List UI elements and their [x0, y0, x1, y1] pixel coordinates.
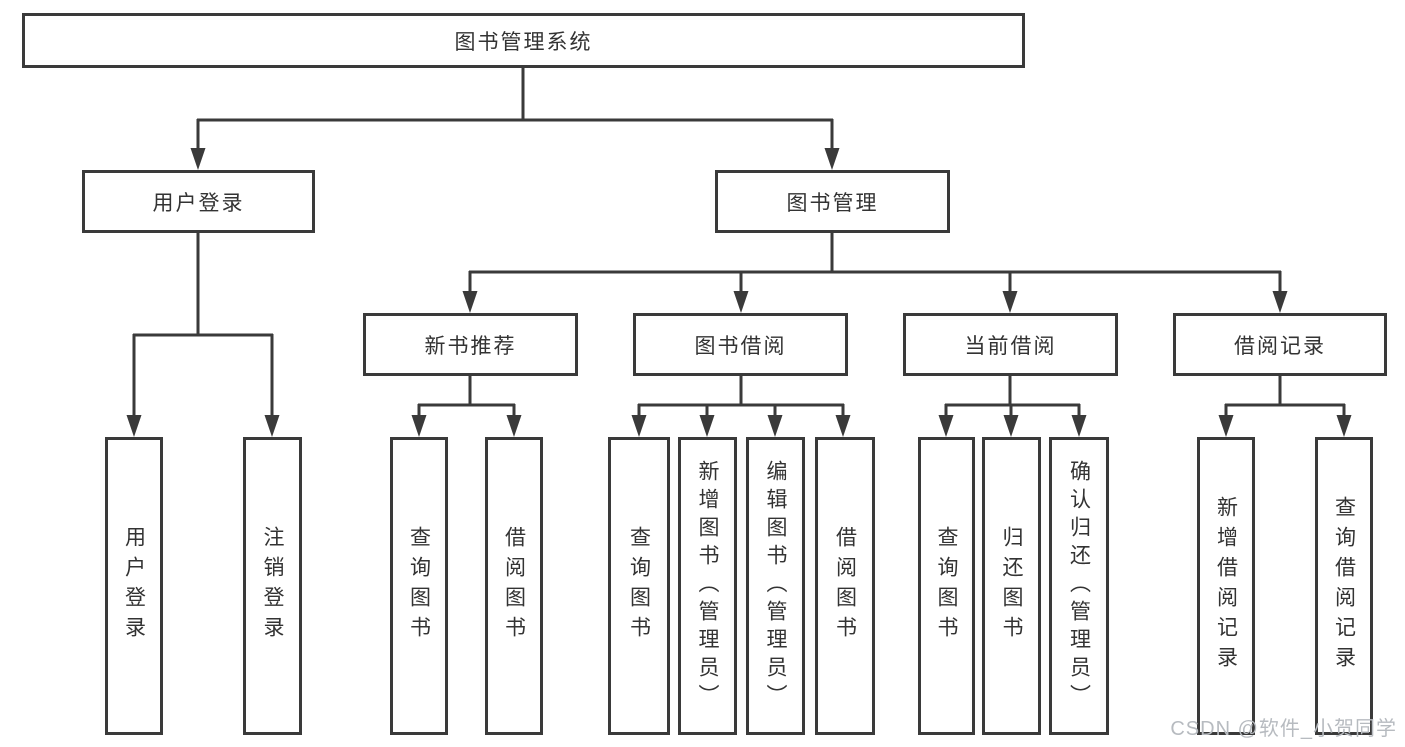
- connector-mgmt-to-level3: [468, 232, 1282, 294]
- leaf-label: 编辑图书（管理员）: [764, 460, 787, 712]
- connector-borrow-to-leaves: [637, 375, 845, 418]
- node-user-login: 用户登录: [82, 170, 315, 233]
- leaf-user-login: 用户登录: [105, 437, 163, 735]
- connector-records-to-leaves: [1224, 375, 1346, 418]
- leaf-return-book: 归还图书: [982, 437, 1041, 735]
- leaf-label: 确认归还（管理员）: [1067, 460, 1091, 712]
- connector-login-to-leaves: [132, 232, 274, 418]
- leaf-query-books-current: 查询图书: [918, 437, 975, 735]
- node-label: 图书管理系统: [454, 30, 593, 54]
- leaf-label: 查询借阅记录: [1332, 496, 1356, 676]
- arrowheads: [126, 148, 1352, 437]
- csdn-watermark: CSDN @软件_小贺同学: [1170, 718, 1397, 740]
- node-label: 用户登录: [152, 191, 245, 215]
- connector-current-to-leaves: [944, 375, 1081, 418]
- leaf-query-borrow-record: 查询借阅记录: [1315, 437, 1373, 735]
- leaf-borrow-books-borrow: 借阅图书: [815, 437, 875, 735]
- leaf-add-book-admin: 新增图书（管理员）: [678, 437, 737, 735]
- leaf-confirm-return-admin: 确认归还（管理员）: [1049, 437, 1109, 735]
- node-label: 当前借阅: [964, 334, 1057, 358]
- leaf-label: 借阅图书: [833, 526, 857, 646]
- node-label: 借阅记录: [1234, 334, 1326, 358]
- leaf-logout: 注销登录: [243, 437, 302, 735]
- leaf-label: 归还图书: [1000, 526, 1023, 646]
- node-library-system: 图书管理系统: [22, 13, 1025, 68]
- leaf-query-books-recommend: 查询图书: [390, 437, 448, 735]
- leaf-label: 借阅图书: [502, 526, 526, 646]
- node-borrow-records: 借阅记录: [1173, 313, 1387, 376]
- leaf-label: 新增图书（管理员）: [696, 460, 719, 712]
- node-label: 图书管理: [786, 191, 879, 215]
- leaf-edit-book-admin: 编辑图书（管理员）: [746, 437, 805, 735]
- leaf-query-books-borrow: 查询图书: [608, 437, 670, 735]
- node-book-management: 图书管理: [715, 170, 950, 233]
- node-label: 图书借阅: [694, 334, 787, 358]
- connector-newbook-to-leaves: [417, 375, 516, 418]
- leaf-add-borrow-record: 新增借阅记录: [1197, 437, 1255, 735]
- leaf-label: 查询图书: [627, 526, 651, 646]
- node-current-borrow: 当前借阅: [903, 313, 1118, 376]
- connector-root-to-level2: [196, 68, 834, 151]
- node-label: 新书推荐: [424, 334, 517, 358]
- node-book-borrow: 图书借阅: [633, 313, 848, 376]
- leaf-label: 查询图书: [935, 526, 958, 646]
- leaf-label: 用户登录: [122, 526, 146, 646]
- leaf-label: 查询图书: [407, 526, 431, 646]
- leaf-label: 新增借阅记录: [1214, 496, 1238, 676]
- leaf-label: 注销登录: [261, 526, 284, 646]
- leaf-borrow-books-recommend: 借阅图书: [485, 437, 543, 735]
- node-new-book-recommend: 新书推荐: [363, 313, 578, 376]
